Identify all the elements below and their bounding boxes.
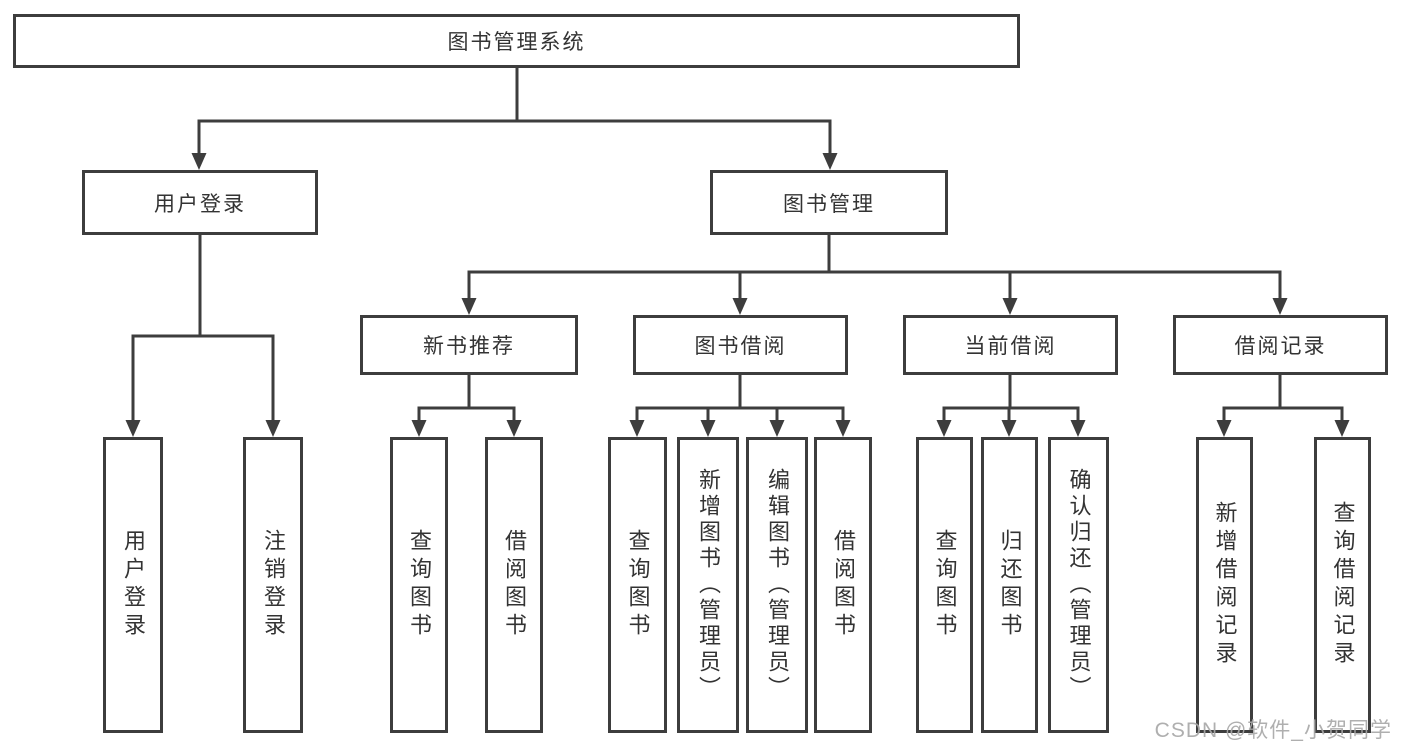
leaf-borrow-book-1-label: 借阅图书 [502, 529, 527, 641]
csdn-watermark: CSDN @软件_小贺同学 [1154, 719, 1392, 742]
leaf-add-book-admin: 新增图书（管理员） [677, 437, 739, 733]
leaf-query-book-2: 查询图书 [608, 437, 667, 733]
leaf-logout: 注销登录 [243, 437, 303, 733]
node-book-management: 图书管理 [710, 170, 948, 235]
leaf-query-borrow-record-label: 查询借阅记录 [1330, 501, 1356, 669]
node-current-borrow: 当前借阅 [903, 315, 1118, 375]
leaf-query-book-3: 查询图书 [916, 437, 973, 733]
connector-root [197, 68, 832, 154]
leaf-confirm-return-admin-label: 确认归还（管理员） [1066, 468, 1092, 702]
connector-user-login [131, 235, 275, 421]
node-book-borrow: 图书借阅 [633, 315, 848, 375]
node-root-system: 图书管理系统 [13, 14, 1020, 68]
leaf-borrow-book-2: 借阅图书 [814, 437, 872, 733]
leaf-confirm-return-admin: 确认归还（管理员） [1048, 437, 1109, 733]
leaf-add-borrow-record: 新增借阅记录 [1196, 437, 1253, 733]
connector-book-mgmt [467, 235, 1282, 299]
leaf-borrow-book-2-label: 借阅图书 [831, 529, 856, 641]
connector-current-borrow [942, 375, 1080, 421]
arrowheads [125, 153, 1350, 437]
leaf-logout-label: 注销登录 [261, 529, 286, 641]
leaf-user-login-label: 用户登录 [121, 529, 146, 641]
leaf-query-book-1-label: 查询图书 [407, 529, 432, 641]
node-borrow-records: 借阅记录 [1173, 315, 1388, 375]
leaf-query-book-3-label: 查询图书 [932, 529, 958, 641]
connector-book-borrow [635, 375, 845, 421]
connector-new-book-rec [417, 375, 516, 421]
leaf-query-borrow-record: 查询借阅记录 [1314, 437, 1371, 733]
connector-borrow-records [1222, 375, 1344, 421]
leaf-return-book: 归还图书 [981, 437, 1038, 733]
leaf-edit-book-admin: 编辑图书（管理员） [746, 437, 808, 733]
leaf-borrow-book-1: 借阅图书 [485, 437, 543, 733]
leaf-return-book-label: 归还图书 [997, 529, 1023, 641]
leaf-edit-book-admin-label: 编辑图书（管理员） [765, 468, 790, 702]
leaf-query-book-1: 查询图书 [390, 437, 448, 733]
leaf-user-login: 用户登录 [103, 437, 163, 733]
node-new-book-recommend: 新书推荐 [360, 315, 578, 375]
leaf-add-book-admin-label: 新增图书（管理员） [696, 468, 721, 702]
leaf-add-borrow-record-label: 新增借阅记录 [1212, 501, 1238, 669]
leaf-query-book-2-label: 查询图书 [625, 529, 651, 641]
node-user-login: 用户登录 [82, 170, 318, 235]
